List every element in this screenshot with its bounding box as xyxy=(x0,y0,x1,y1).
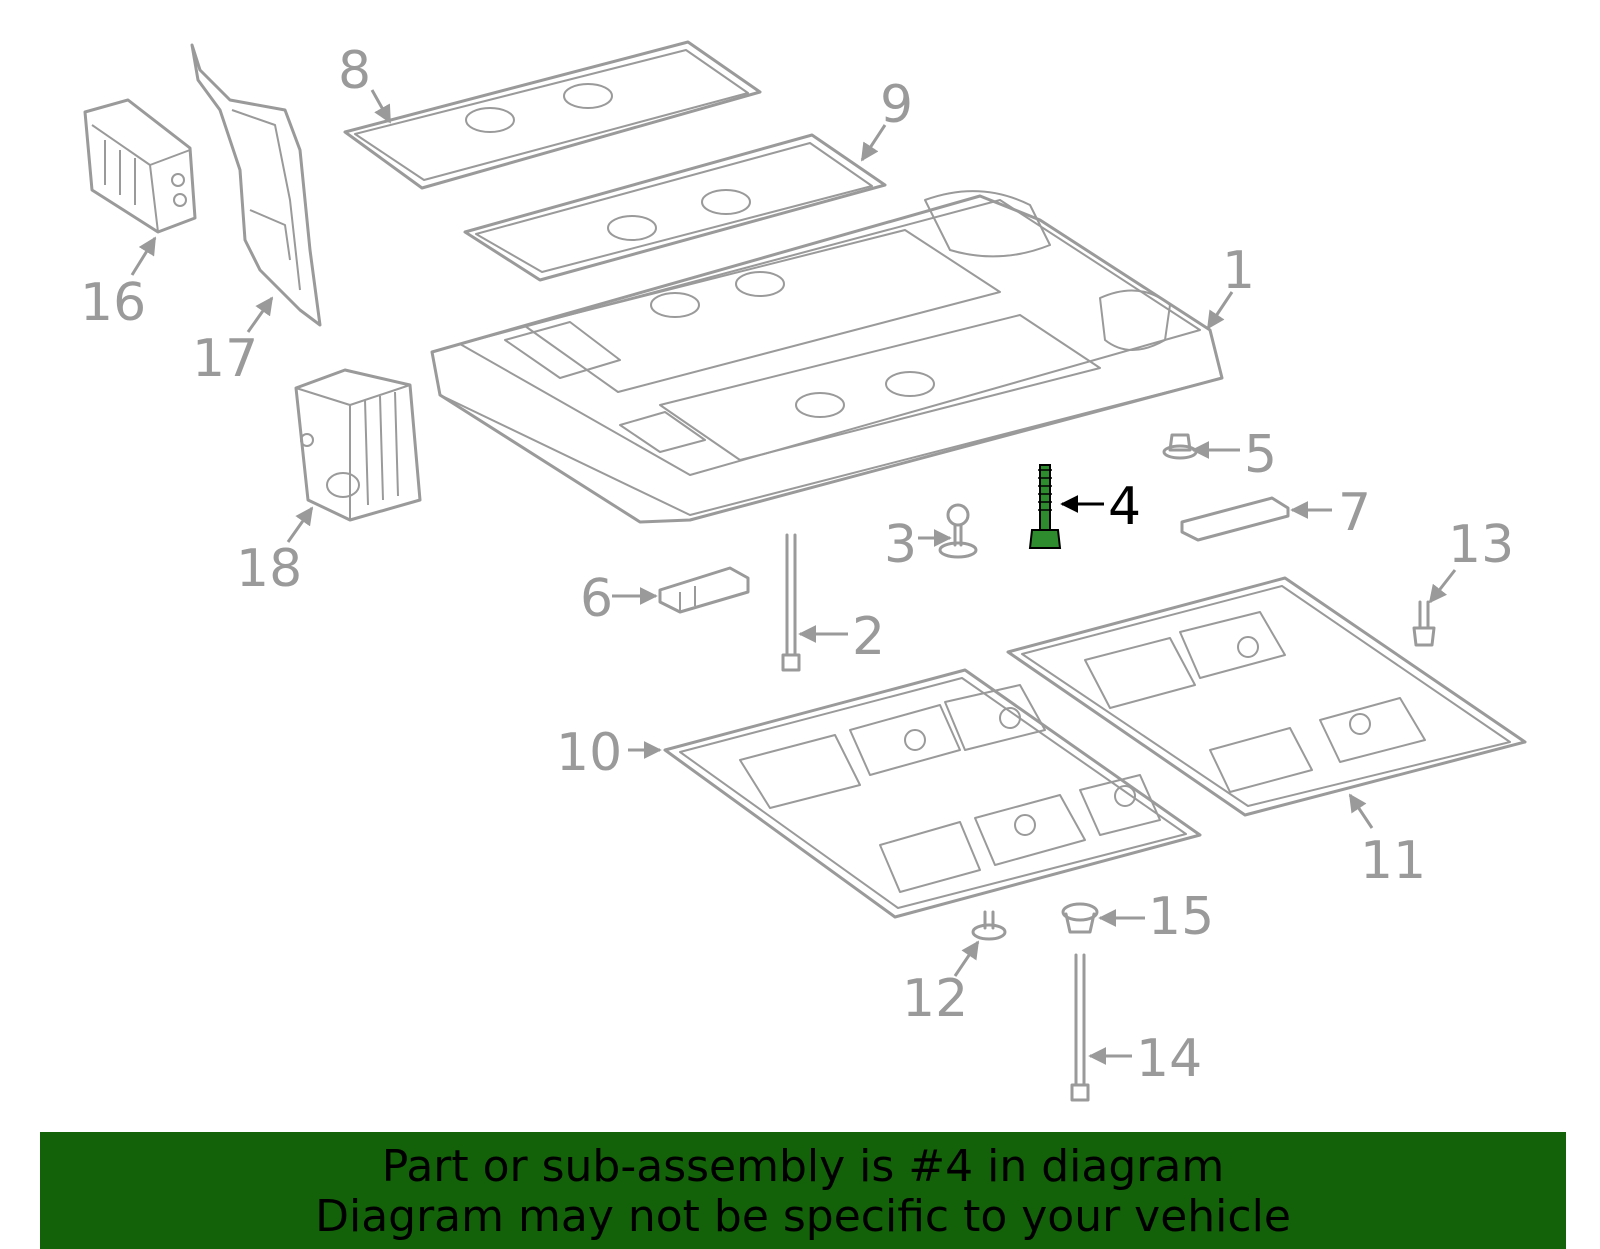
callout-5: 5 xyxy=(1244,425,1277,485)
callout-12: 12 xyxy=(902,969,968,1029)
part-1-battery-housing xyxy=(430,190,1224,524)
callout-16: 16 xyxy=(80,273,146,333)
banner-line-2: Diagram may not be specific to your vehi… xyxy=(315,1191,1291,1242)
part-10-panel xyxy=(663,668,1202,919)
callout-labels: 1 2 3 4 5 6 7 8 9 10 11 12 13 14 15 16 1… xyxy=(80,41,1514,1089)
part-11-panel xyxy=(1006,576,1527,817)
leader-lines xyxy=(130,89,1457,1065)
callout-18: 18 xyxy=(236,539,302,599)
callout-2: 2 xyxy=(852,607,885,667)
part-2-bolt xyxy=(781,533,801,672)
callout-17: 17 xyxy=(192,329,258,389)
callout-7: 7 xyxy=(1338,483,1371,543)
part-6-connector xyxy=(658,566,750,614)
part-16-module xyxy=(83,98,197,234)
parts-diagram: 1 2 3 4 5 6 7 8 9 10 11 12 13 14 15 16 1… xyxy=(80,40,1527,1102)
callout-4: 4 xyxy=(1108,477,1141,537)
callout-9: 9 xyxy=(880,75,913,135)
banner-line-1: Part or sub-assembly is #4 in diagram xyxy=(381,1141,1225,1192)
part-7-pad xyxy=(1180,496,1290,542)
callout-14: 14 xyxy=(1136,1029,1202,1089)
callout-6: 6 xyxy=(580,569,613,629)
part-3-pin xyxy=(938,503,978,559)
part-8-gasket xyxy=(343,40,762,190)
callout-11: 11 xyxy=(1360,831,1426,891)
part-4-bolt-highlighted xyxy=(1028,464,1062,549)
callout-15: 15 xyxy=(1148,887,1214,947)
part-17-bracket xyxy=(190,43,322,327)
part-15-nut xyxy=(1061,902,1099,934)
part-5-clip xyxy=(1162,433,1198,460)
part-9-gasket xyxy=(463,133,887,282)
callout-3: 3 xyxy=(884,515,917,575)
callout-10: 10 xyxy=(556,723,622,783)
callout-8: 8 xyxy=(338,41,371,101)
part-14-bolt xyxy=(1070,953,1090,1102)
callout-1: 1 xyxy=(1222,241,1255,301)
part-13-screw xyxy=(1412,600,1436,647)
part-12-stud xyxy=(971,910,1007,941)
part-18-module xyxy=(294,368,422,522)
callout-13: 13 xyxy=(1448,515,1514,575)
info-banner: Part or sub-assembly is #4 in diagram Di… xyxy=(40,1132,1566,1249)
